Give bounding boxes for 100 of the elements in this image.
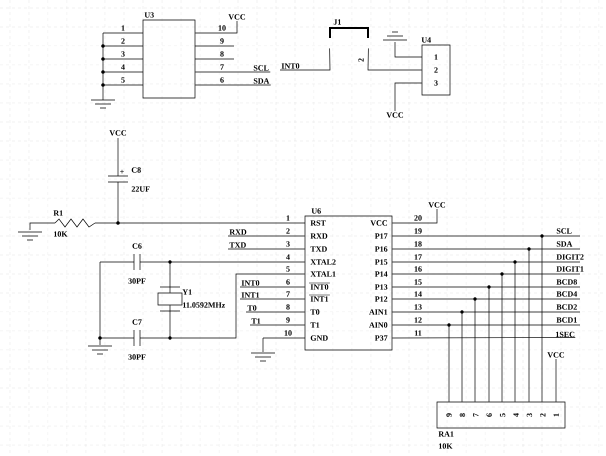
pin-name: INT0	[308, 282, 330, 290]
pin-name: TXD	[310, 246, 327, 252]
wire	[392, 208, 438, 224]
pin-number: 3	[434, 80, 438, 86]
pin-name: RXD	[310, 233, 328, 239]
pin-number: 7	[220, 64, 224, 70]
pin-number: 11	[414, 330, 422, 336]
pin-number: 3	[526, 413, 532, 417]
chip-label: U6	[312, 208, 321, 214]
pin-name: P12	[374, 296, 388, 302]
pin-number: 1	[434, 54, 438, 60]
pin-number: 2	[358, 58, 364, 62]
net-label: T0	[247, 305, 256, 311]
pin-number: 7	[473, 413, 478, 417]
net-label: SCL	[556, 228, 572, 234]
component-label: C7	[132, 319, 142, 325]
pin-number: 20	[414, 215, 422, 221]
pin-number: 12	[414, 317, 422, 323]
power-label: VCC	[386, 112, 404, 118]
wire	[280, 48, 330, 70]
pin-number: 1	[122, 25, 125, 31]
pin-number: 1	[286, 215, 290, 221]
pin-name: XTAL1	[310, 271, 336, 277]
pin-number: 5	[286, 266, 290, 272]
net-label: TXD	[229, 242, 246, 248]
net-label: BCD8	[556, 279, 577, 285]
component-label: 30PF	[128, 278, 146, 284]
pin-number: 7	[286, 291, 290, 297]
pin-number: 3	[286, 241, 290, 247]
net-label: BCD1	[556, 317, 577, 323]
chip-value: 10K	[439, 443, 453, 449]
wire	[368, 48, 422, 70]
net-label: INT1	[242, 292, 260, 298]
pin-number: 4	[121, 64, 125, 70]
pin-name: AIN0	[369, 322, 388, 328]
chip-label: U3	[144, 12, 154, 18]
component-label: J1	[334, 19, 341, 25]
component-label: Y1	[182, 289, 192, 295]
polarity-sign: +	[120, 170, 124, 174]
pin-name: T0	[310, 309, 320, 315]
wire	[168, 274, 305, 340]
net-label: INT0	[282, 63, 300, 69]
wire	[250, 324, 305, 326]
pin-name: INT1	[308, 294, 330, 302]
net-label: RXD	[230, 229, 246, 235]
pin-number: 1	[554, 413, 559, 416]
pin-name: T1	[310, 322, 320, 328]
pin-name: P37	[374, 335, 388, 341]
pin-number: 6	[486, 413, 492, 417]
net-label: DIGIT1	[556, 266, 584, 272]
pin-number: 16	[414, 266, 422, 272]
wire	[240, 286, 305, 288]
power-label: VCC	[109, 130, 126, 136]
pin-name: P13	[374, 284, 388, 290]
net-label: BCD4	[556, 291, 578, 297]
pin-number: 4	[513, 413, 519, 417]
pin-number: 2	[540, 413, 546, 417]
pin-number: 9	[446, 413, 452, 417]
pin-number: 3	[121, 51, 125, 57]
chip-label: U4	[422, 37, 431, 43]
pin-number: 18	[414, 241, 422, 247]
net-label: 1SEC	[556, 332, 574, 338]
net-label: T1	[251, 318, 260, 324]
chip-label: RA1	[438, 431, 454, 437]
component-label: R1	[54, 210, 63, 216]
pin-number: 4	[286, 254, 290, 260]
wire	[195, 20, 238, 34]
wire	[228, 248, 305, 250]
net-label: SCL	[254, 65, 269, 71]
pin-name: RST	[310, 220, 326, 226]
pin-number: 5	[500, 413, 506, 417]
net-label: SDA	[254, 78, 270, 84]
pin-number: 17	[414, 254, 422, 260]
net-label: SDA	[556, 241, 572, 247]
pin-number: 6	[220, 77, 224, 83]
pin-number: 9	[220, 38, 224, 44]
pin-number: 8	[460, 413, 466, 417]
component-label: 11.0592MHz	[183, 302, 226, 308]
pin-number: 14	[414, 291, 422, 297]
component-label: 22UF	[132, 186, 150, 192]
pin-name: XTAL2	[310, 259, 336, 265]
pin-name: P16	[374, 246, 388, 252]
component-label: C6	[132, 243, 142, 249]
pin-number: 2	[121, 38, 125, 44]
power-label: VCC	[428, 202, 446, 208]
net-label: INT0	[242, 280, 260, 286]
component-label: C8	[132, 167, 141, 173]
pin-number: 13	[414, 304, 422, 310]
pin-name: VCC	[370, 220, 388, 226]
pin-number: 10	[218, 25, 226, 31]
wire	[195, 84, 272, 86]
pin-number: 2	[434, 67, 438, 73]
pin-name: AIN1	[369, 309, 388, 315]
pin-number: 8	[286, 304, 290, 310]
net-label: DIGIT2	[556, 254, 584, 260]
pin-number: 9	[286, 317, 290, 323]
pin-number: 15	[414, 279, 422, 285]
net-label: BCD2	[556, 304, 577, 310]
pin-number: 6	[286, 279, 290, 285]
wire	[394, 82, 422, 112]
